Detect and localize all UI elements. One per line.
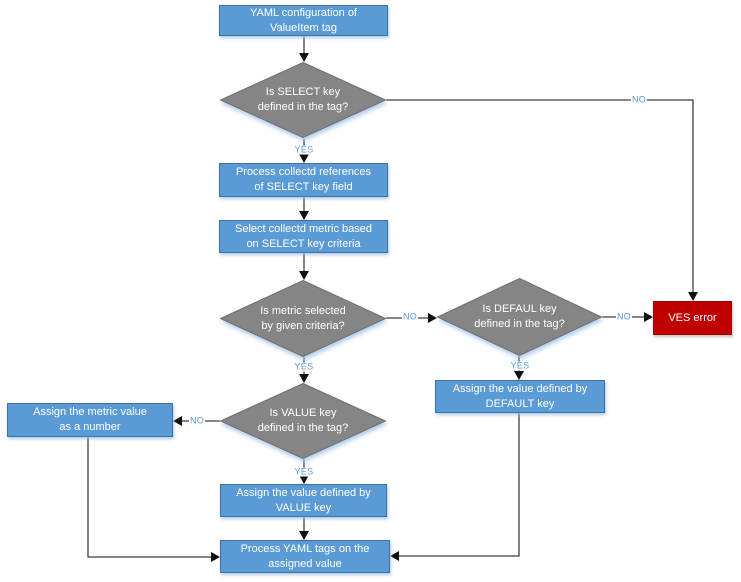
diamond-is-metric — [219, 279, 387, 358]
node-assign-value: Assign the value defined by VALUE key — [220, 484, 387, 517]
label-isdefault-yes: YES — [509, 360, 531, 371]
node-process-refs: Process collectd references of SELECT ke… — [219, 163, 388, 197]
label-isdefault-no: NO — [615, 311, 633, 322]
node-select-metric-line1: Select collectd metric based — [235, 222, 372, 235]
label-isvalue-no: NO — [188, 415, 206, 426]
label-isvalue-yes: YES — [293, 466, 315, 477]
label-select-yes: YES — [293, 144, 315, 155]
node-assign-default-line1: Assign the value defined by — [452, 382, 588, 395]
node-assign-default: Assign the value defined by DEFAULT key — [435, 380, 605, 413]
node-assign-metric: Assign the metric value as a number — [7, 403, 173, 437]
diamond-is-metric-shape — [219, 279, 387, 358]
node-select-metric-line2: on SELECT key criteria — [246, 237, 361, 250]
node-process-yaml-line1: Process YAML tags on the — [240, 542, 370, 555]
label-ismetric-no: NO — [401, 311, 419, 322]
edge-assigndefault-to-processyaml — [390, 413, 520, 561]
node-assign-value-line2: VALUE key — [275, 501, 332, 514]
node-start-line1: YAML configuration of — [249, 6, 357, 19]
label-select-no: NO — [630, 94, 648, 105]
diamond-is-default — [436, 277, 603, 357]
edge-select-no-to-ves — [386, 99, 698, 301]
node-assign-metric-line2: as a number — [59, 421, 121, 433]
node-process-refs-line2: of SELECT key field — [254, 181, 353, 193]
diamond-is-value-shape — [219, 382, 387, 460]
diamond-is-value — [219, 382, 387, 460]
node-start-line2: ValueItem tag — [269, 21, 338, 34]
node-process-refs-line1: Process collectd references — [235, 166, 372, 179]
node-ves-error: VES error — [653, 301, 732, 335]
node-select-metric: Select collectd metric based on SELECT k… — [219, 220, 388, 253]
node-assign-default-line2: DEFAULT key — [485, 397, 555, 410]
label-ismetric-yes: YES — [293, 361, 315, 372]
edge-assignmetric-to-processyaml — [87, 437, 220, 562]
node-assign-value-line1: Assign the value defined by — [236, 486, 371, 499]
diamond-is-select — [219, 61, 387, 139]
node-assign-metric-line1: Assign the metric value — [33, 406, 147, 419]
node-process-yaml: Process YAML tags on the assigned value — [220, 540, 390, 573]
node-start: YAML configuration of ValueItem tag — [219, 5, 388, 36]
diamond-is-select-shape — [219, 61, 387, 139]
node-process-yaml-line2: assigned value — [268, 557, 342, 570]
node-ves-error-line1: VES error — [668, 311, 717, 324]
diamond-is-default-shape — [436, 277, 603, 357]
